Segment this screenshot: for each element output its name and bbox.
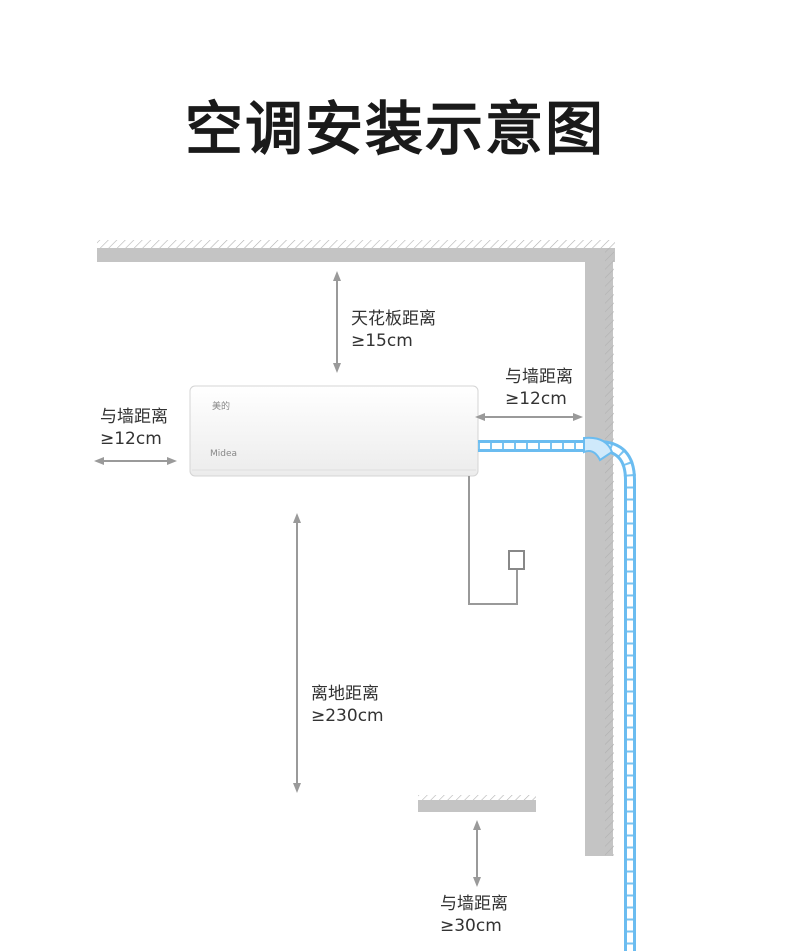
left-wall-distance-label: 与墙距离 ≥12cm [100,407,168,449]
power-socket [508,550,525,570]
unit-logo: 美的 [212,400,230,412]
ceiling-wall [97,240,615,262]
power-cord [468,476,525,605]
diagram-title: 空调安装示意图 [184,95,605,163]
refrigerant-pipe [478,436,636,951]
right-wall [585,248,614,856]
indoor-unit: 美的 Midea [189,385,479,477]
floor-ledge [418,795,536,812]
bottom-distance-label: 与墙距离 ≥30cm [440,894,508,936]
right-wall-distance-label: 与墙距离 ≥12cm [505,367,573,409]
ceiling-distance-label: 天花板距离 ≥15cm [351,309,436,351]
unit-brand: Midea [210,449,237,459]
floor-distance-label: 离地距离 ≥230cm [311,684,384,726]
